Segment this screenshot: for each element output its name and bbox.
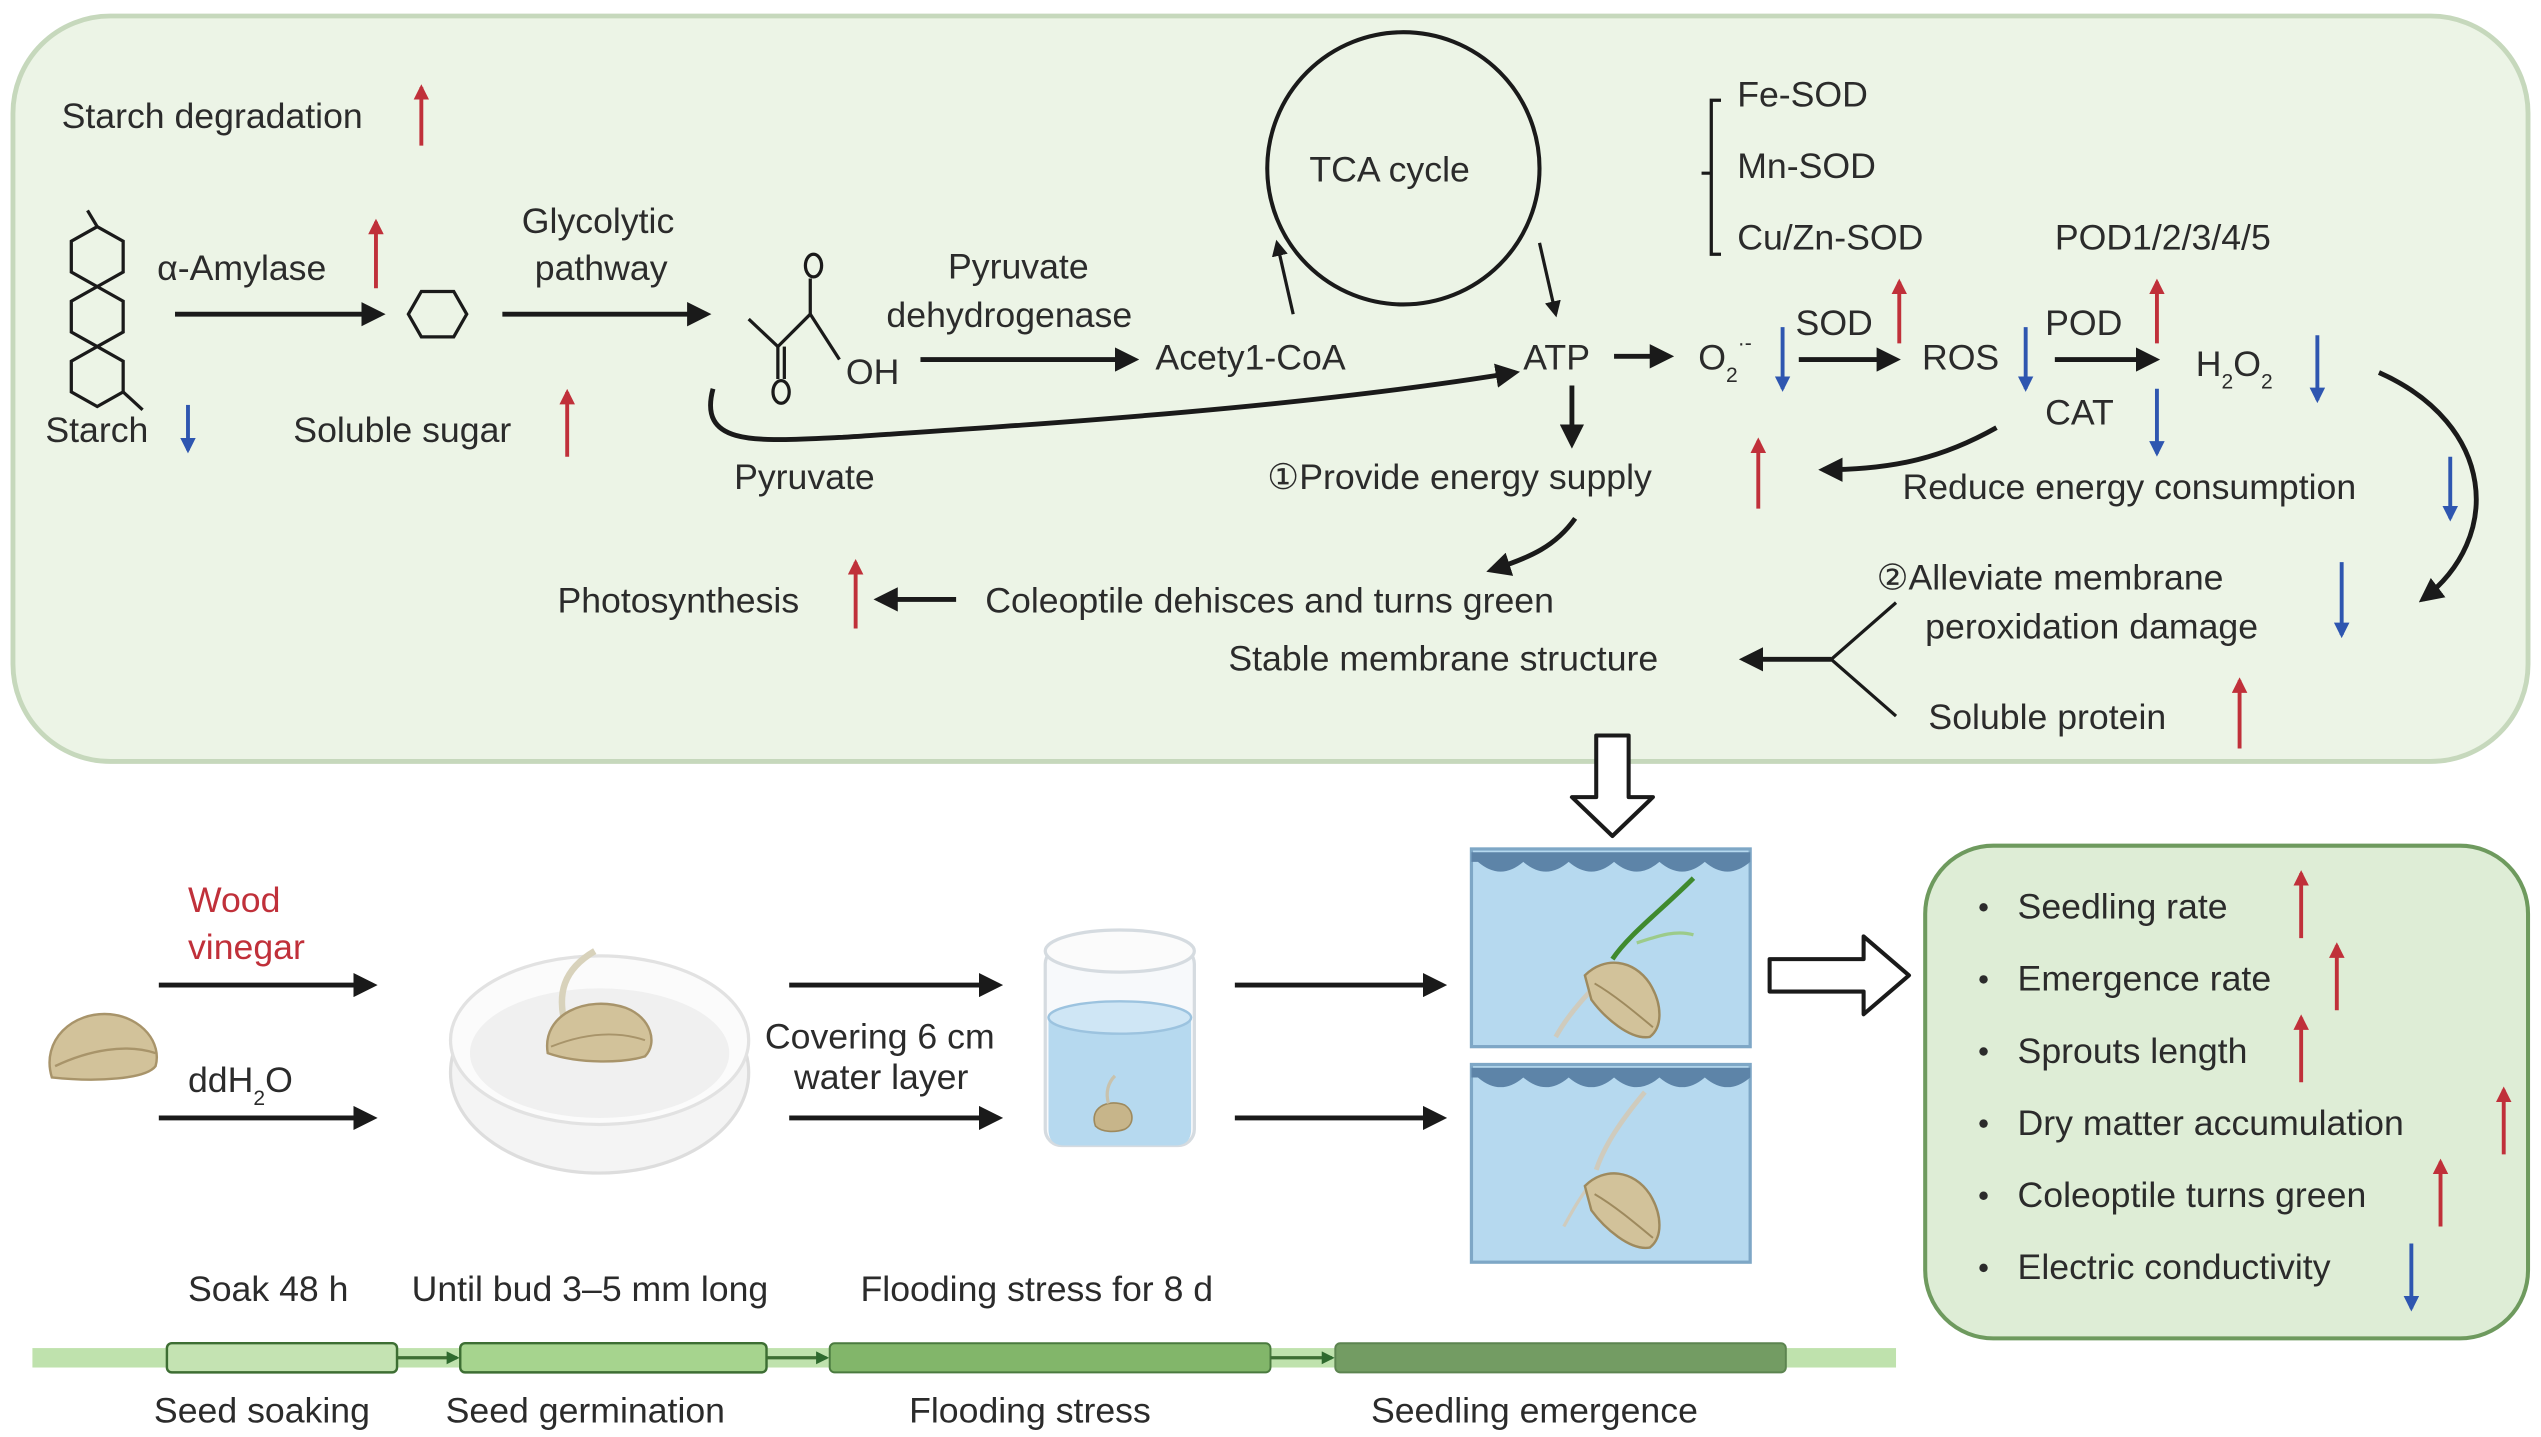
bullet-icon — [1979, 903, 1988, 912]
wood-vinegar-line2: vinegar — [188, 927, 305, 967]
arrow-tca-to-atp — [1537, 242, 1561, 318]
bullet-icon — [1979, 1191, 1988, 1200]
tca-cycle-label: TCA cycle — [1309, 149, 1469, 189]
result-label: Dry matter accumulation — [2018, 1103, 2404, 1143]
ddh2o-label: ddH2O — [188, 1060, 293, 1110]
duration-germination: Until bud 3–5 mm long — [412, 1269, 769, 1309]
pod-types-label: POD1/2/3/4/5 — [2055, 217, 2271, 257]
arrow-pyruvate-to-atp — [708, 363, 1520, 443]
glycolytic-label: Glycolytic — [522, 201, 674, 241]
pyruvate-label: Pyruvate — [734, 457, 875, 497]
reduce-energy-label: Reduce energy consumption — [1903, 467, 2357, 507]
pyruvate-dh-line1: Pyruvate — [948, 247, 1089, 287]
stage-bar-germination — [459, 1342, 768, 1374]
photosynthesis-label: Photosynthesis — [557, 580, 799, 620]
oh-label: OH — [846, 352, 899, 392]
bullet-icon — [1979, 1047, 1988, 1056]
bullet-icon — [1979, 1263, 1988, 1273]
starch-degradation-label: Starch degradation — [62, 96, 363, 136]
stage-bar-flooding — [828, 1342, 1272, 1374]
glucose-hexagon-icon — [406, 289, 469, 339]
duration-soak: Soak 48 h — [188, 1269, 349, 1309]
covering-line2: water layer — [793, 1057, 968, 1097]
panel-background — [10, 13, 2531, 764]
covering-line1: Covering 6 cm — [765, 1016, 995, 1056]
pod-label: POD — [2045, 303, 2122, 343]
stage-flooding-stress: Flooding stress — [909, 1391, 1151, 1431]
acetyl-coa-label: Acety1-CoA — [1155, 337, 1345, 377]
arrow-acetylcoa-to-tca — [1271, 239, 1295, 315]
result-item: Coleoptile turns green — [1979, 1158, 2449, 1227]
experiment-flow: Wood vinegar ddH2O Covering 6 cm water l… — [48, 847, 1912, 1264]
pyruvate-dh-line2: dehydrogenase — [886, 295, 1132, 335]
duration-flooding: Flooding stress for 8 d — [861, 1269, 1214, 1309]
result-item: Dry matter accumulation — [1979, 1086, 2512, 1155]
hollow-down-arrow-icon — [1569, 733, 1655, 839]
rice-seed-icon — [48, 1012, 158, 1081]
bullet-icon — [1979, 975, 1988, 984]
result-label: Coleoptile turns green — [2018, 1175, 2367, 1215]
result-label: Electric conductivity — [2018, 1247, 2331, 1287]
wood-vinegar-line1: Wood — [188, 880, 280, 920]
arrow-ros-to-energy — [1818, 425, 1998, 482]
result-label: Seedling rate — [2018, 887, 2228, 927]
alpha-amylase-label: α-Amylase — [157, 248, 326, 288]
arrow-h2o2-to-membrane — [2377, 370, 2479, 603]
timeline: Soak 48 h Until bud 3–5 mm long Flooding… — [32, 1269, 1897, 1431]
flood-tank-ddh2o — [1469, 1062, 1752, 1264]
stage-bar-soaking — [165, 1342, 399, 1374]
metabolism-panel: Starch degradation α-Amylase Starch Solu… — [10, 13, 2531, 764]
arrow-energy-to-coleoptile — [1486, 516, 1578, 576]
result-item: Electric conductivity — [1979, 1243, 2420, 1312]
stage-seed-soaking: Seed soaking — [154, 1391, 370, 1431]
stage-bar-emergence — [1334, 1342, 1787, 1374]
stable-membrane-label: Stable membrane structure — [1228, 639, 1658, 679]
superoxide-label: O2·- — [1698, 332, 1751, 387]
soluble-sugar-label: Soluble sugar — [293, 410, 511, 450]
merge-bracket — [1828, 601, 1898, 718]
flood-tank-wood-vinegar — [1469, 847, 1752, 1049]
atp-label: ATP — [1523, 337, 1590, 377]
starch-label: Starch — [45, 410, 148, 450]
hollow-right-arrow-icon — [1767, 934, 1912, 1017]
sod-label: SOD — [1796, 303, 1873, 343]
result-item: Sprouts length — [1979, 1014, 2309, 1083]
coleoptile-green-label: Coleoptile dehisces and turns green — [985, 580, 1554, 620]
result-item: Emergence rate — [1979, 942, 2345, 1011]
ros-label: ROS — [1922, 337, 1999, 377]
result-label: Sprouts length — [2018, 1031, 2248, 1071]
sod-type-1: Mn-SOD — [1737, 146, 1876, 186]
pyruvate-structure-icon — [747, 252, 841, 405]
alleviate-line1: ②Alleviate membrane — [1877, 558, 2224, 598]
h2o2-label: H2O2 — [2196, 344, 2273, 394]
petri-dish-icon — [448, 948, 751, 1175]
provide-energy-label: ①Provide energy supply — [1267, 457, 1652, 497]
alleviate-line2: peroxidation damage — [1925, 606, 2258, 646]
stage-seedling-emergence: Seedling emergence — [1371, 1391, 1698, 1431]
pathway-label: pathway — [535, 248, 668, 288]
sod-type-2: Cu/Zn-SOD — [1737, 217, 1923, 257]
starch-molecule-icon — [69, 209, 144, 411]
cat-label: CAT — [2045, 392, 2114, 432]
results-background — [1923, 843, 2531, 1341]
bullet-icon — [1979, 1119, 1988, 1128]
tca-cycle-circle — [1265, 30, 1542, 307]
result-label: Emergence rate — [2018, 959, 2272, 999]
soluble-protein-label: Soluble protein — [1928, 697, 2166, 737]
stage-seed-germination: Seed germination — [446, 1391, 725, 1431]
sod-type-0: Fe-SOD — [1737, 75, 1868, 115]
beaker-icon — [1043, 928, 1196, 1148]
sod-bracket — [1701, 98, 1722, 256]
result-item: Seedling rate — [1979, 870, 2309, 939]
